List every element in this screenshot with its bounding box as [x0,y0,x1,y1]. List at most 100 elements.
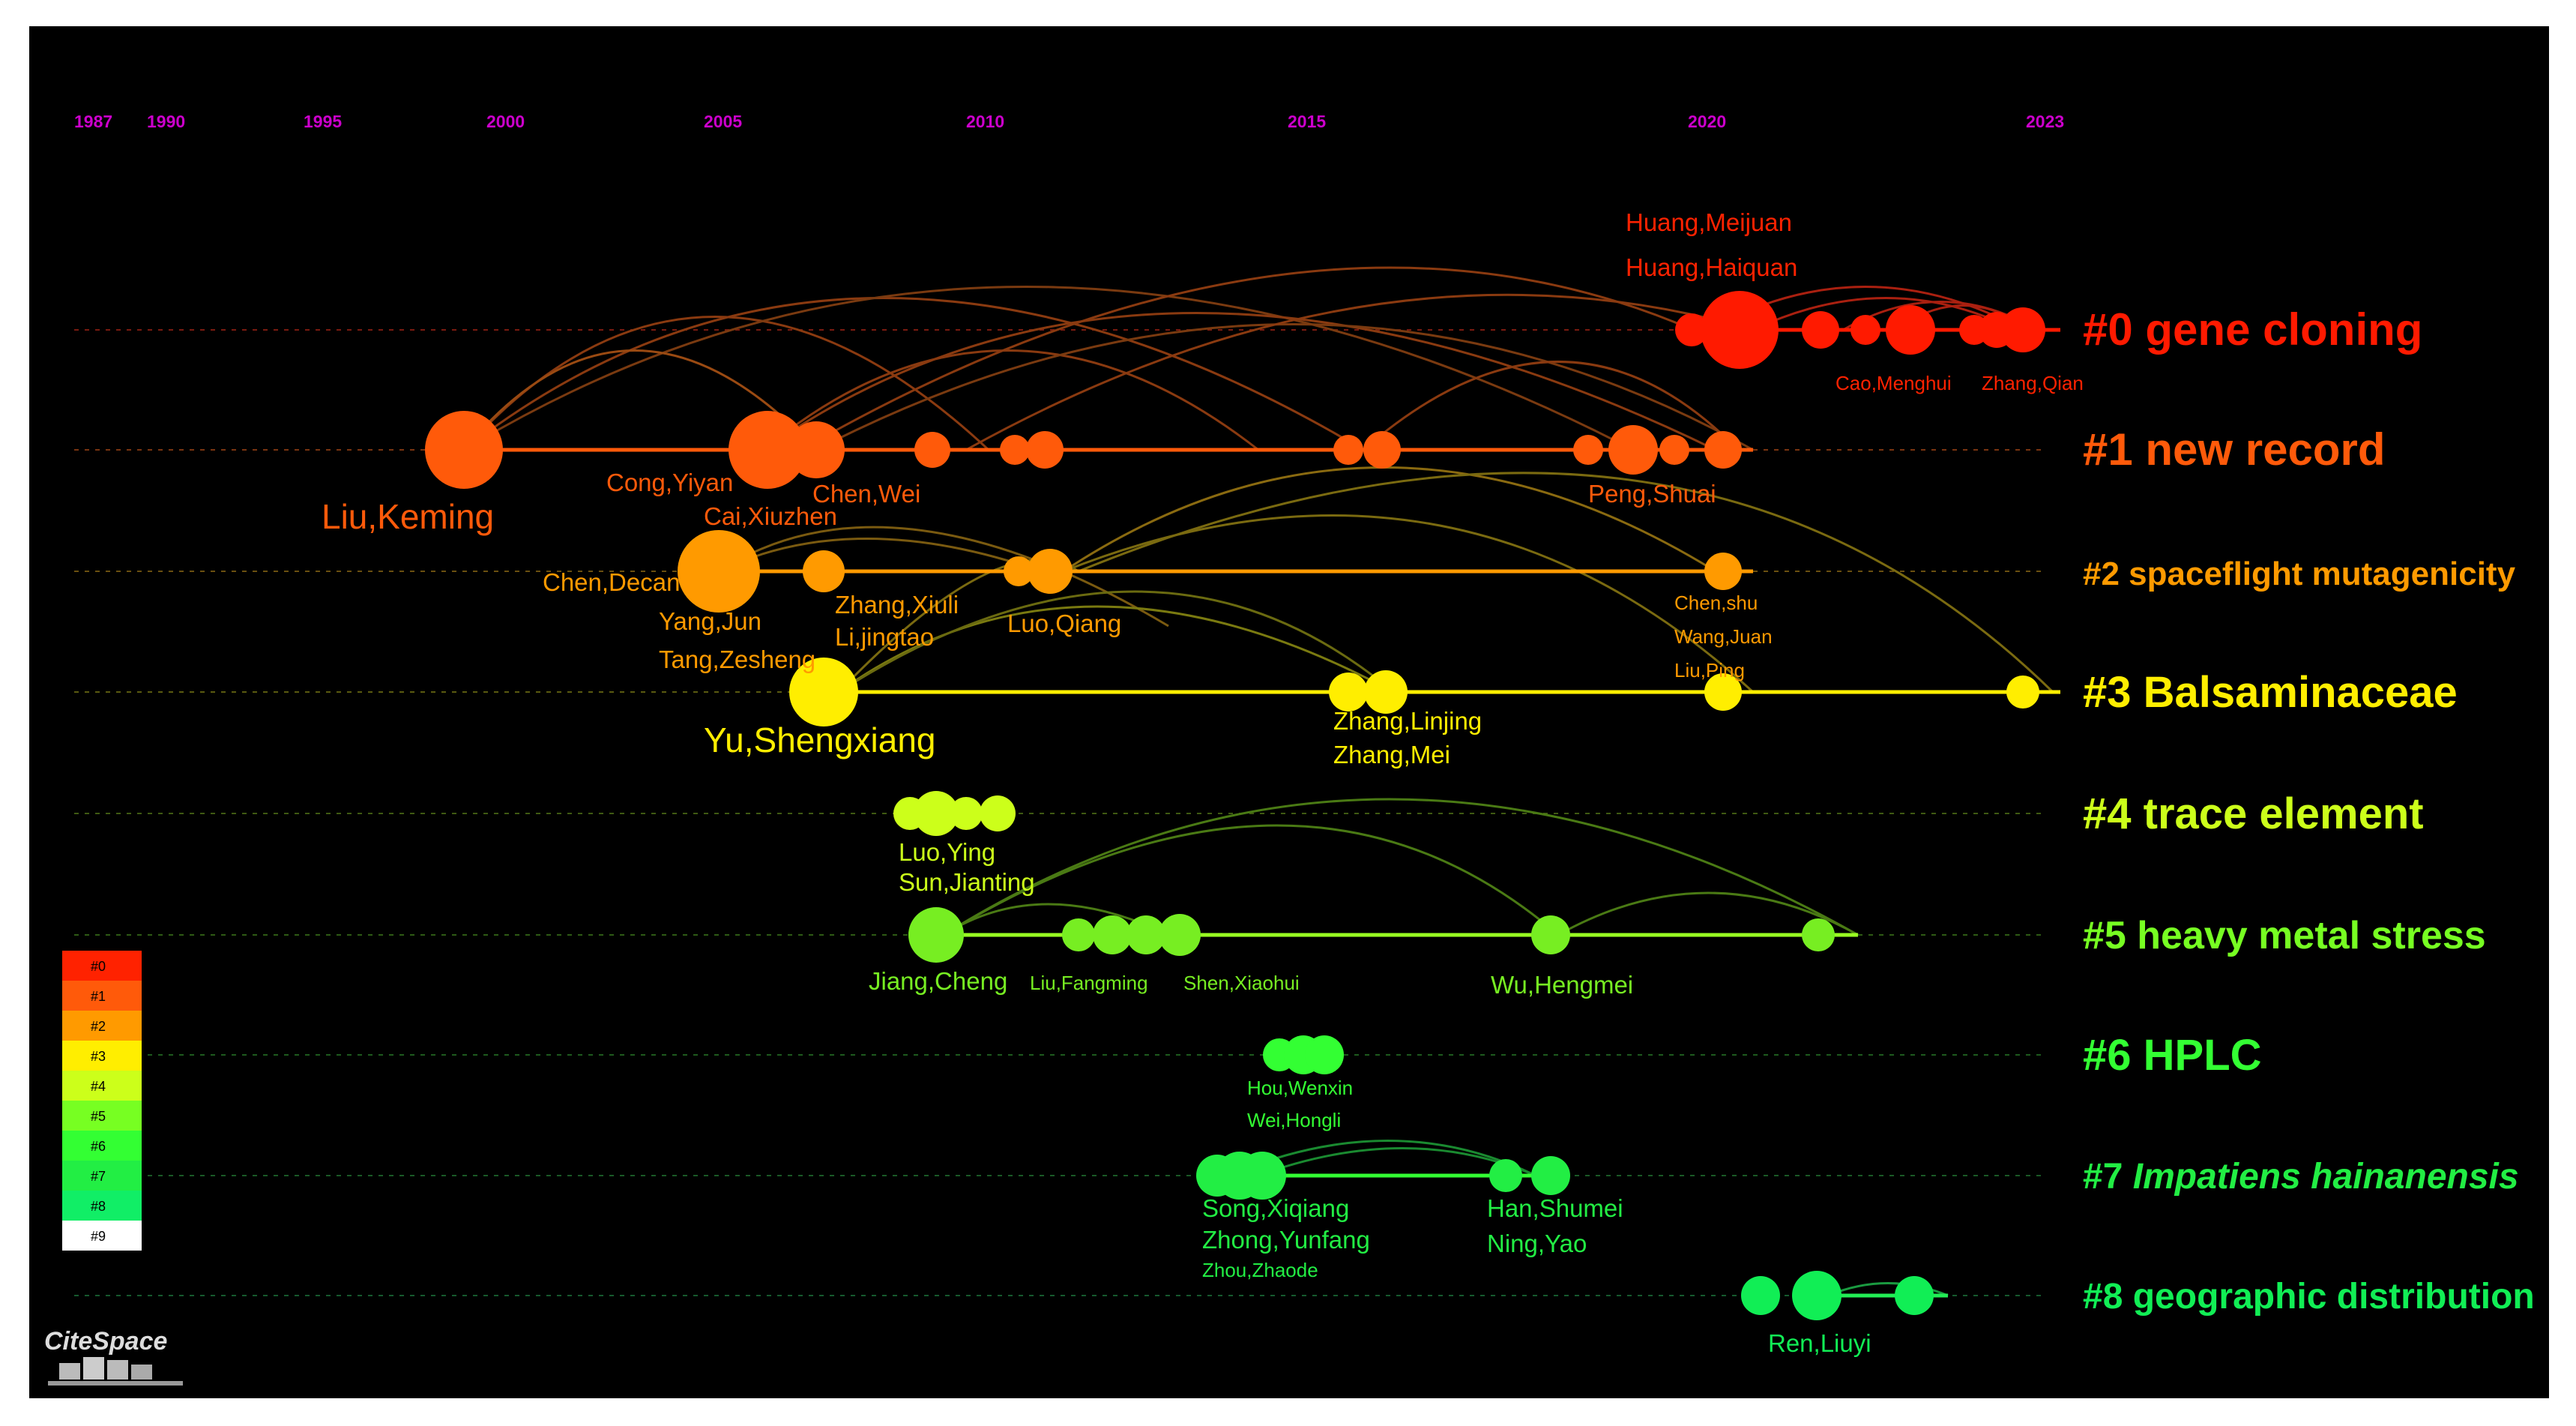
node[interactable] [908,907,964,963]
node[interactable] [2006,676,2039,709]
node[interactable] [425,411,503,489]
node[interactable] [1093,915,1132,954]
citation-arcs [462,266,2054,1297]
cluster-label-1[interactable]: #1 new record [2083,424,2386,475]
author-label: Liu,Fangming [1030,972,1148,994]
author-labels-1: Liu,Keming Cong,Yiyan Cai,Xiuzhen Chen,W… [322,469,1716,536]
author-labels-7: Song,Xiqiang Zhong,Yunfang Zhou,Zhaode H… [1202,1194,1623,1281]
node[interactable] [1886,305,1935,355]
node[interactable] [1802,918,1835,951]
logo-bar [59,1363,80,1380]
year-label: 2000 [486,112,525,131]
cluster-label-8[interactable]: #8 geographic distribution [2083,1277,2535,1317]
cluster-timeline-view: 1987 1990 1995 2000 2005 2010 2015 2020 … [44,112,2535,1386]
legend-swatch [62,1071,142,1101]
node[interactable] [729,411,806,489]
node[interactable] [1792,1271,1841,1320]
node[interactable] [1704,431,1742,469]
node[interactable] [788,421,845,478]
node[interactable] [1329,673,1368,712]
author-label: Shen,Xiaohui [1183,972,1300,994]
node[interactable] [1363,431,1401,469]
node[interactable] [1062,918,1095,951]
cluster-label-6[interactable]: #6 HPLC [2083,1031,2262,1080]
node[interactable] [1850,315,1880,345]
arc [763,312,1716,451]
node[interactable] [1659,435,1689,465]
cluster-5-nodes [908,907,1835,963]
node[interactable] [2000,307,2045,352]
year-label: 2020 [1688,112,1726,131]
arc [1363,361,1740,451]
node[interactable] [789,658,858,726]
arc [800,266,1694,451]
node[interactable] [1704,553,1742,590]
author-label: Zhou,Zhaode [1202,1259,1318,1281]
legend-swatch [62,951,142,981]
cluster-label-5[interactable]: #5 heavy metal stress [2083,914,2486,957]
node[interactable] [1364,670,1408,714]
arc [1557,891,1859,936]
node[interactable] [914,791,959,836]
cluster-label-7-species: Impatiens hainanensis [2133,1157,2519,1197]
node[interactable] [1126,915,1165,954]
logo-text: CiteSpace [44,1327,167,1356]
node[interactable] [678,530,760,613]
node[interactable] [1028,549,1073,594]
node[interactable] [1675,313,1708,346]
node[interactable] [1802,311,1839,349]
author-label: Yu,Shengxiang [704,720,936,759]
legend-swatch [62,1041,142,1071]
node[interactable] [1238,1152,1286,1200]
node[interactable] [1333,435,1363,465]
node[interactable] [1608,425,1658,475]
cluster-label-7[interactable]: #7 Impatiens hainanensis [2083,1157,2519,1197]
arc [763,349,1259,451]
author-labels-8: Ren,Liuyi [1768,1329,1871,1357]
legend-swatch [62,1191,142,1221]
node[interactable] [1895,1276,1934,1315]
legend-swatch [62,1011,142,1041]
legend-swatch [62,1221,142,1251]
node[interactable] [1026,431,1064,469]
node[interactable] [1531,915,1570,954]
author-label: Tang,Zesheng [659,646,815,673]
cluster-label-4[interactable]: #4 trace element [2083,789,2424,838]
arc [463,286,1634,451]
cluster-label-3[interactable]: #3 Balsaminaceae [2083,668,2458,717]
node[interactable] [950,797,983,830]
author-label: Wang,Juan [1674,625,1773,648]
node[interactable] [1305,1035,1344,1074]
author-label: Yang,Jun [659,607,761,635]
node[interactable] [803,550,845,592]
node[interactable] [1531,1156,1570,1195]
node[interactable] [1573,435,1603,465]
author-labels-3: Yu,Shengxiang Zhang,Linjing Zhang,Mei [704,707,1482,768]
arc [1827,1282,1949,1297]
cluster-4-nodes [893,791,1016,836]
legend-label: #5 [91,1109,106,1124]
legend-label: #7 [91,1169,106,1184]
year-label: 1995 [304,112,342,131]
node[interactable] [1741,1276,1780,1315]
cluster-label-0[interactable]: #0 gene cloning [2083,304,2422,355]
node[interactable] [1701,291,1779,369]
node[interactable] [914,432,950,468]
author-label: Wei,Hongli [1247,1109,1341,1131]
node[interactable] [1704,673,1742,711]
author-label: Cao,Menghui [1836,372,1952,394]
node[interactable] [1004,556,1034,586]
cluster-7-nodes [1196,1152,1570,1200]
cluster-legend: #0 #1 #2 #3 #4 #5 #6 #7 #8 #9 [62,951,142,1251]
node[interactable] [1000,435,1030,465]
legend-label: #9 [91,1229,106,1244]
node[interactable] [980,795,1016,831]
node[interactable] [1489,1159,1522,1192]
arc [943,798,1859,936]
node[interactable] [1159,914,1201,956]
author-labels-0: Huang,Meijuan Huang,Haiquan Cao,Menghui … [1626,208,2084,394]
cluster-label-2[interactable]: #2 spaceflight mutagenicity [2083,556,2516,592]
legend-swatch [62,1101,142,1131]
year-label: 1987 [74,112,112,131]
author-labels-6: Hou,Wenxin Wei,Hongli [1247,1077,1353,1131]
